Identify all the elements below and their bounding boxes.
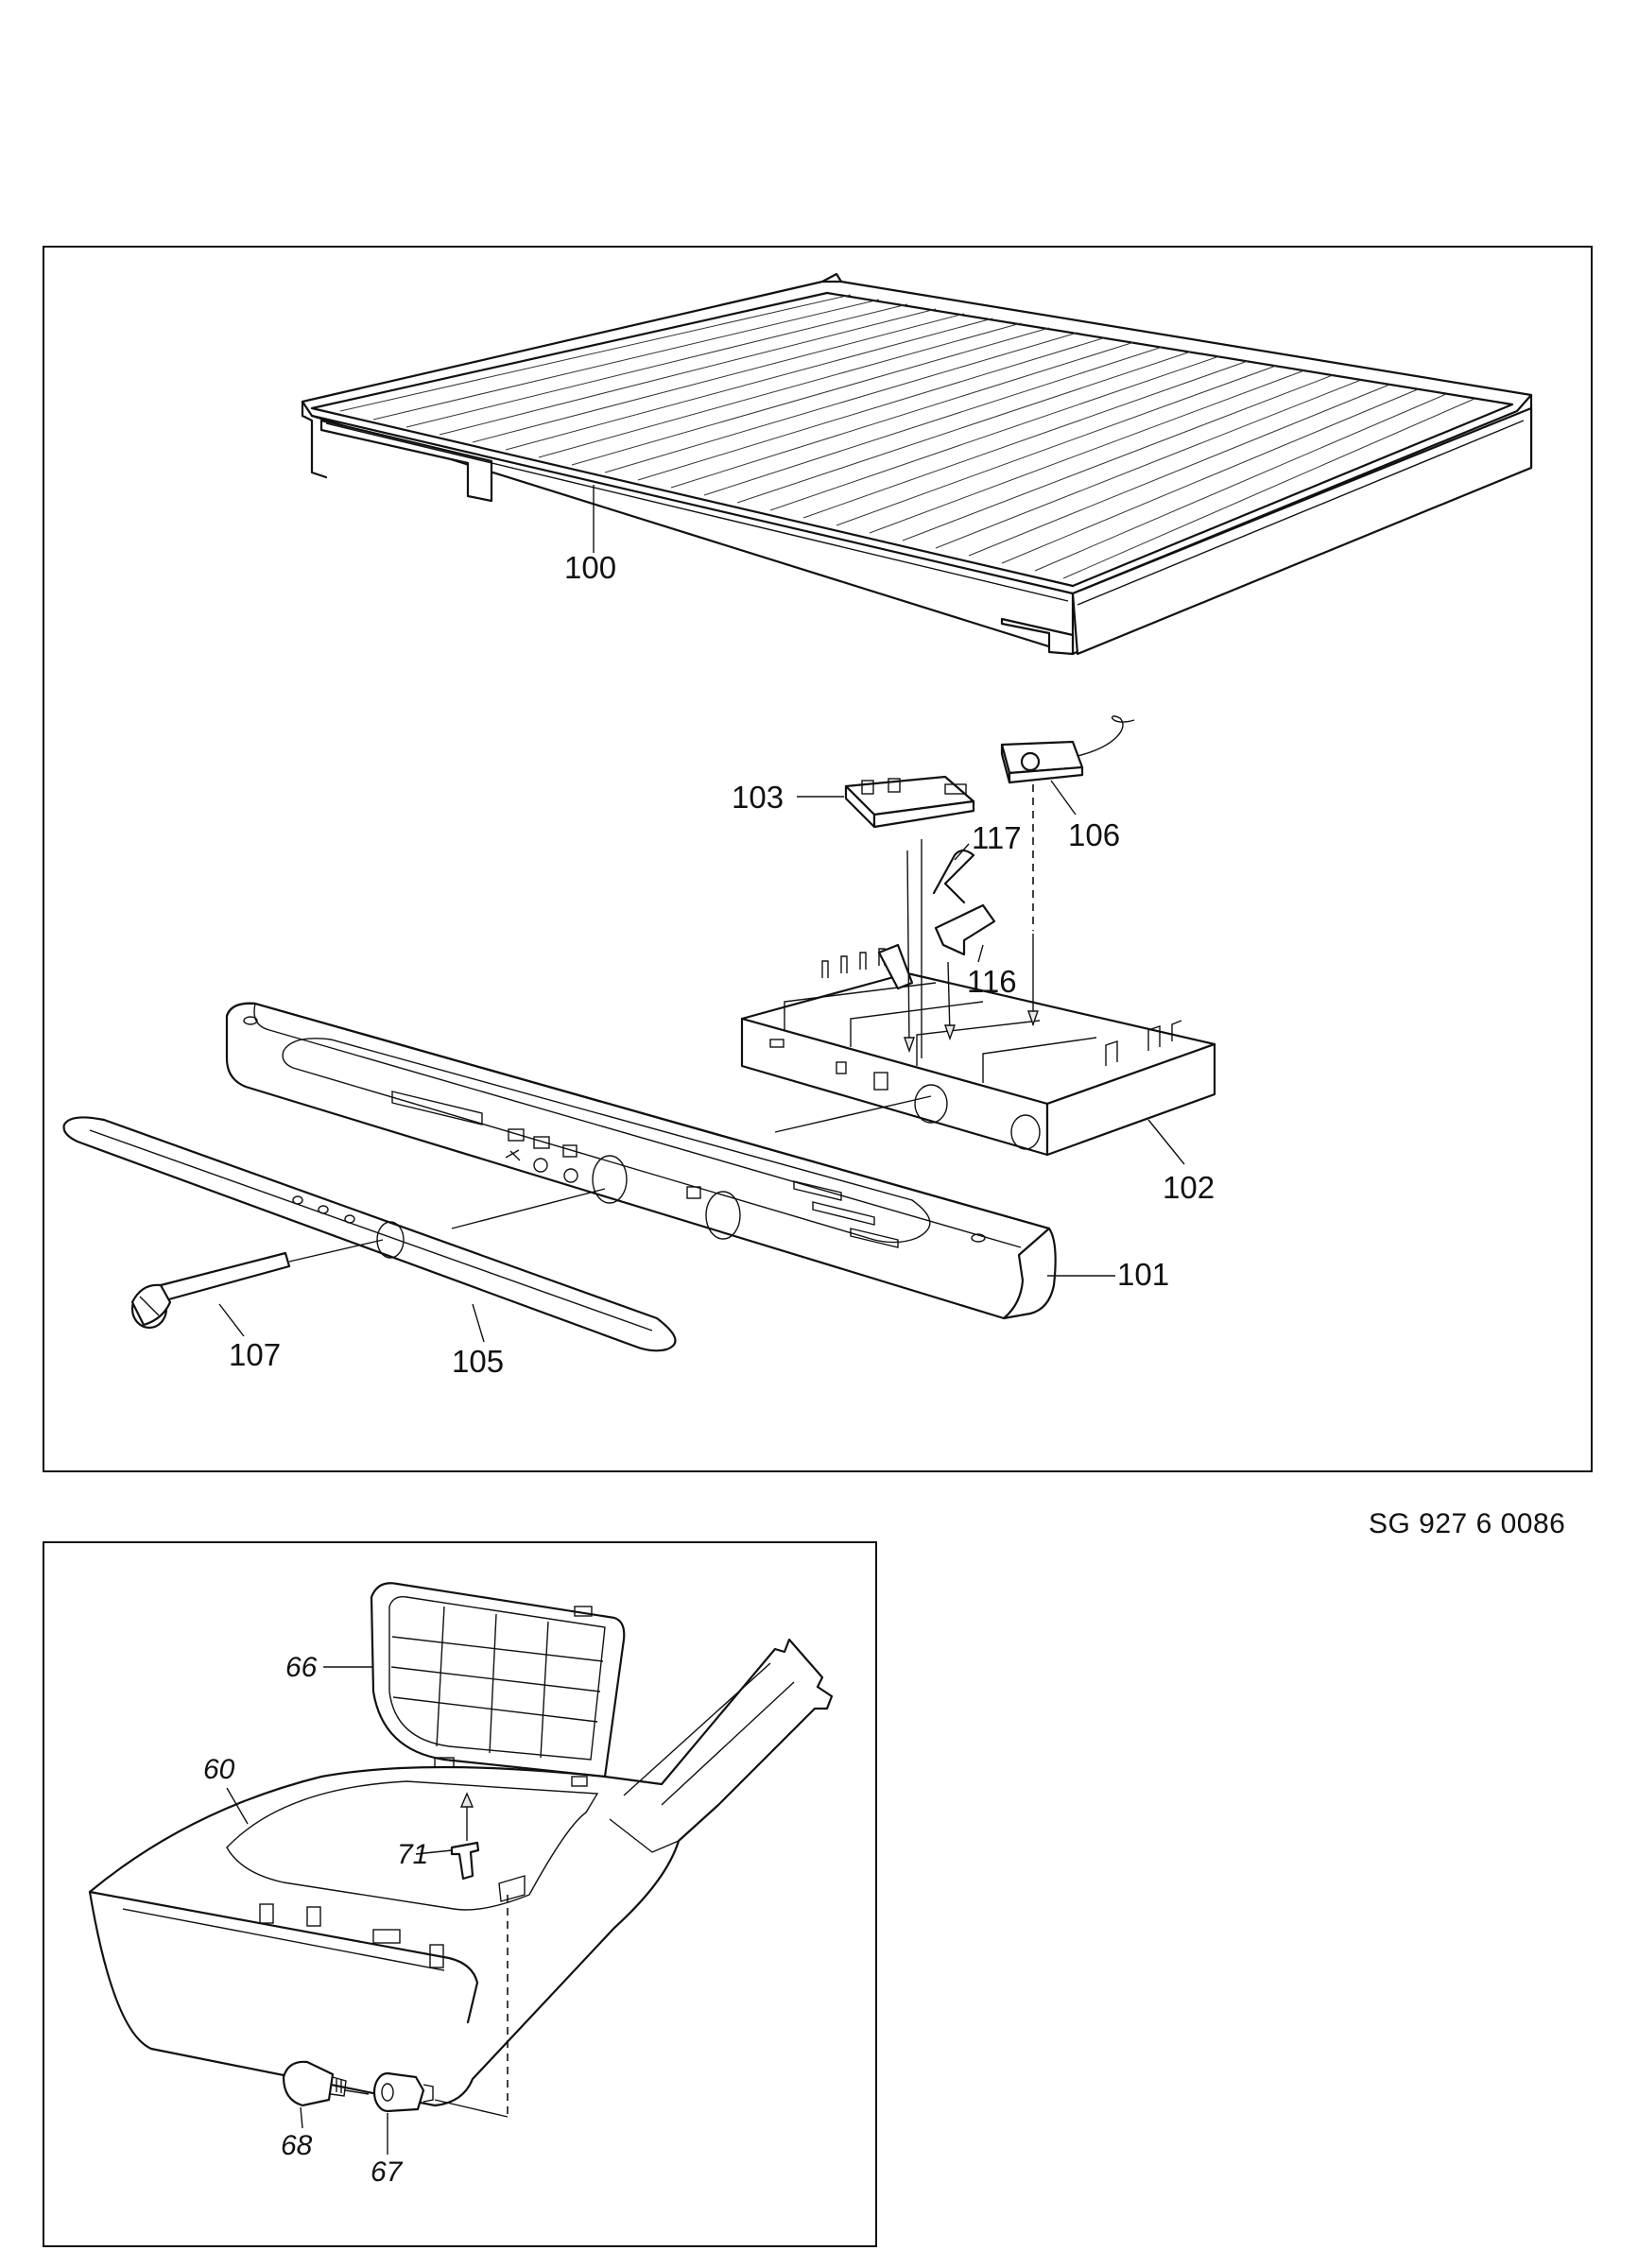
assembly-guide-lines-top (288, 784, 1039, 1263)
part-101-control-panel (225, 1002, 1057, 1320)
part-117-spring (932, 849, 975, 904)
callout-leaders-top (218, 485, 1185, 1343)
callout-100: 100 (564, 550, 616, 585)
part-67-lamp-holder (372, 2071, 434, 2113)
callout-67: 67 (371, 2156, 404, 2188)
callout-116: 116 (967, 964, 1017, 999)
part-66-grille (370, 1582, 626, 1778)
part-103-clip-block (844, 775, 975, 829)
assembly-guide-lines-bottom (344, 1895, 509, 2118)
callout-68: 68 (281, 2130, 313, 2161)
part-106-switch (1000, 715, 1135, 784)
callout-71: 71 (397, 1839, 428, 1870)
document-code: SG 927 6 0086 (1369, 1508, 1566, 1539)
part-60-tray (88, 1638, 834, 2107)
part-68-bulb (282, 2060, 347, 2107)
callout-117: 117 (972, 820, 1022, 855)
callout-107: 107 (229, 1337, 281, 1372)
part-116-latch (934, 903, 996, 956)
callout-105: 105 (452, 1344, 504, 1379)
callout-102: 102 (1163, 1170, 1215, 1205)
callout-106: 106 (1068, 817, 1120, 852)
callout-leaders-bottom (226, 1666, 453, 2155)
part-102-housing (740, 943, 1216, 1157)
part-71-clip (450, 1792, 480, 1881)
callout-101: 101 (1117, 1257, 1169, 1292)
callout-66: 66 (285, 1652, 318, 1683)
part-107-knob (130, 1251, 291, 1330)
callout-103: 103 (732, 780, 784, 815)
part-105-trim-strip (62, 1116, 677, 1352)
part-100-shelf (301, 272, 1533, 656)
callout-60: 60 (203, 1754, 235, 1785)
